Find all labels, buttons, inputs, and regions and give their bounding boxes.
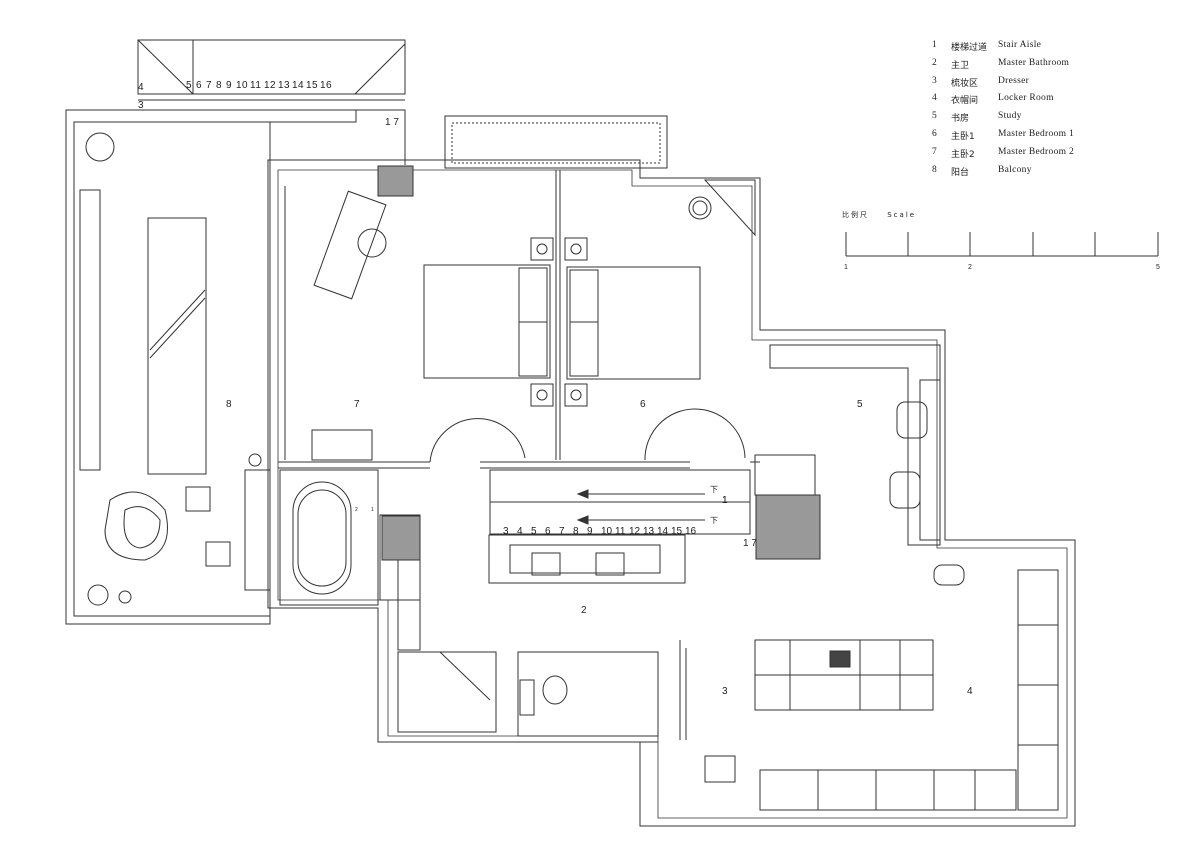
lower-stair-step: 10: [601, 526, 613, 537]
upper-stair-4: 4: [138, 82, 144, 93]
column-top: [377, 165, 414, 197]
scale-tick-1: 1: [844, 264, 848, 271]
wardrobe-right: [1017, 569, 1059, 811]
upper-stair-step: 16: [320, 80, 332, 91]
small-mark-2: 2: [355, 507, 358, 513]
bed-right: [566, 266, 701, 380]
study-chair-2: [889, 471, 921, 509]
lower-stair-step: 5: [531, 526, 537, 537]
upper-stair-3: 3: [138, 100, 144, 111]
lower-stair-1: 1: [722, 495, 728, 506]
wardrobe-bottom: [759, 769, 1017, 811]
study-chair-1: [896, 401, 928, 439]
planter: [79, 189, 101, 471]
lower-stair-step: 12: [629, 526, 641, 537]
lower-stair-step: 9: [587, 526, 593, 537]
room-label-8: 8: [226, 399, 232, 410]
scale-tick-2: 2: [968, 264, 972, 271]
room-label-5: 5: [857, 399, 863, 410]
lower-stair-step: 13: [643, 526, 655, 537]
vanity: [488, 534, 686, 584]
bathtub: [292, 481, 352, 595]
lower-stair-step: 8: [573, 526, 579, 537]
lower-stair-17: 1 7: [743, 538, 757, 549]
scale-label-zh: 比例尺: [842, 211, 869, 219]
room-label-1: 1: [722, 495, 728, 506]
bath-room: [279, 469, 379, 606]
upper-stair-step: 14: [292, 80, 304, 91]
study-desk: [769, 344, 941, 546]
upper-stair-block: [137, 39, 406, 95]
upper-stair-step: 7: [206, 80, 212, 91]
balcony-inner-edge: [73, 121, 271, 617]
upper-stair-step: 9: [226, 80, 232, 91]
lower-stair-step: 16: [685, 526, 697, 537]
lower-stair-step: 3: [503, 526, 509, 537]
upper-stair-step: 8: [216, 80, 222, 91]
upper-stair-17: 1 7: [385, 117, 399, 128]
lower-stair-step: 4: [517, 526, 523, 537]
balcony-pool: [147, 217, 207, 475]
nightstand-3: [530, 383, 554, 407]
floor-lamp: [688, 196, 712, 220]
room-label-7: 7: [354, 399, 360, 410]
scale-title: 比例尺 Scale: [842, 210, 930, 220]
room-label-6: 6: [640, 399, 646, 410]
nightstand-4: [564, 383, 588, 407]
scale-tick-5: 5: [1156, 264, 1160, 271]
bay-window: [444, 115, 668, 169]
upper-stair-step: 6: [196, 80, 202, 91]
column-mid: [381, 515, 421, 561]
lower-stair-step: 15: [671, 526, 683, 537]
upper-stair-step: 11: [250, 80, 261, 91]
upper-stair-step: 10: [236, 80, 248, 91]
upper-stair-step: 12: [264, 80, 276, 91]
down-arrow-label-1: 下: [710, 485, 718, 494]
upper-stair-step: 15: [306, 80, 318, 91]
lower-stair-step: 11: [615, 526, 626, 537]
lounge-chair: [313, 190, 387, 300]
down-arrow-label-2: 下: [710, 516, 718, 525]
room-label-2: 2: [581, 605, 587, 616]
lower-stair-step: 6: [545, 526, 551, 537]
upper-stair-step: 13: [278, 80, 290, 91]
egg-chair: [104, 491, 168, 561]
desk: [311, 429, 373, 461]
nightstand-2: [564, 237, 588, 261]
wc: [517, 651, 659, 737]
lower-stair-step: 14: [657, 526, 669, 537]
nightstand-1: [530, 237, 554, 261]
room-label-3: 3: [722, 686, 728, 697]
column-right: [755, 494, 821, 560]
room-label-4: 4: [967, 686, 973, 697]
scale-label-en: Scale: [887, 211, 917, 219]
upper-stair-step: 5: [186, 80, 192, 91]
tree-icon: [85, 132, 115, 162]
lower-stair-step: 7: [559, 526, 565, 537]
outer-wall: [267, 159, 1076, 827]
small-mark-1: 1: [371, 507, 374, 513]
bed-left: [423, 264, 551, 379]
